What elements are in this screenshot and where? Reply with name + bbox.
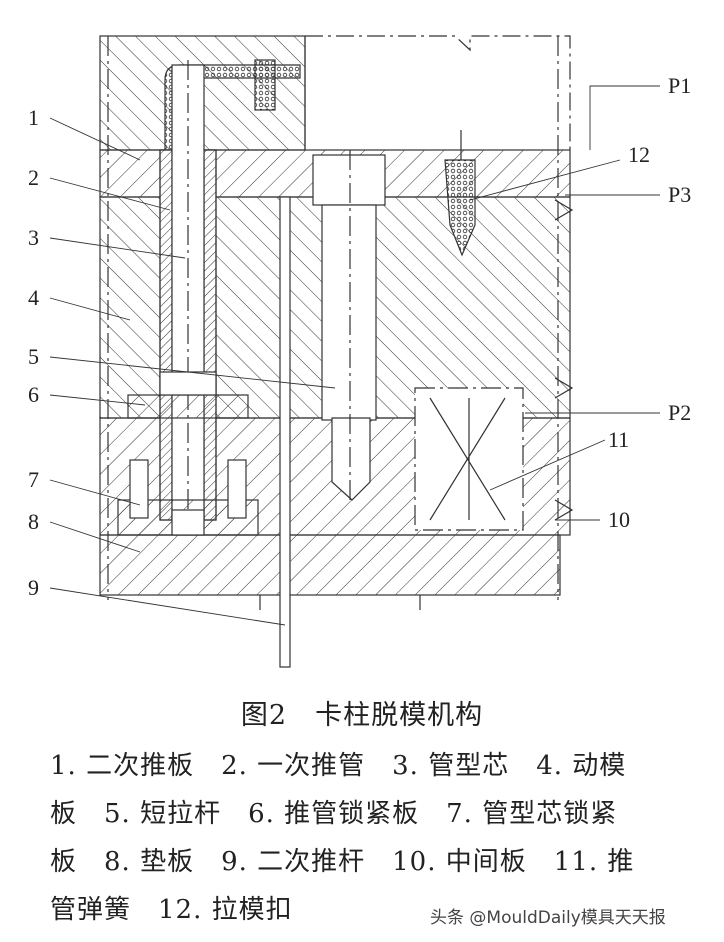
part-2-primary-push-tube — [159, 149, 173, 521]
label-2: 2 — [28, 165, 39, 190]
label-p1: P1 — [668, 73, 691, 98]
figure-title: 图2 卡柱脱模机构 — [240, 700, 484, 731]
part-12-mold-latch — [444, 159, 476, 257]
plate-8-pad-plate — [99, 534, 561, 596]
part-9-secondary-ejector-rod — [279, 196, 291, 668]
label-p2: P2 — [668, 400, 691, 425]
legend-line-3: 板 8. 垫板 9. 二次推杆 10. 中间板 11. 推 — [50, 847, 635, 877]
label-3: 3 — [28, 225, 39, 250]
label-5: 5 — [28, 344, 39, 369]
label-p3: P3 — [668, 182, 691, 207]
label-1: 1 — [28, 105, 39, 130]
watermark: 头条 @MouldDaily模具天天报 — [430, 908, 666, 928]
legend-line-4: 管弹簧 12. 拉模扣 — [50, 895, 293, 925]
mold-mechanism-drawing: 1 2 3 4 5 6 7 8 9 P1 12 P3 P2 11 10 — [28, 35, 691, 668]
legend-line-2: 板 5. 短拉杆 6. 推管锁紧板 7. 管型芯锁紧 — [50, 799, 618, 829]
label-8: 8 — [28, 509, 39, 534]
plate-6-tube-locking-plate — [127, 394, 249, 419]
label-4: 4 — [28, 285, 39, 310]
part-5-short-pull-rod — [312, 154, 386, 206]
label-11: 11 — [608, 427, 629, 452]
label-9: 9 — [28, 575, 39, 600]
label-6: 6 — [28, 382, 39, 407]
label-10: 10 — [608, 507, 630, 532]
label-12: 12 — [628, 142, 650, 167]
legend-line-1: 1. 二次推板 2. 一次推管 3. 管型芯 4. 动模 — [50, 751, 627, 781]
label-7: 7 — [28, 467, 39, 492]
